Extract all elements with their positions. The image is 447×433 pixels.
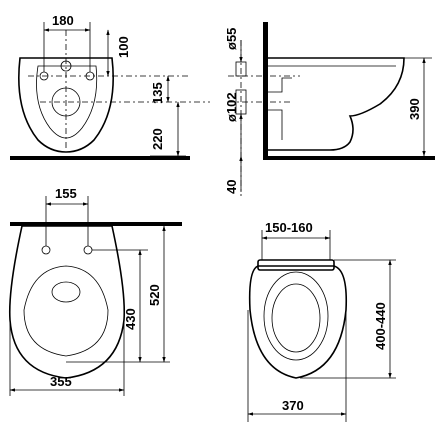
seat-outline (248, 265, 348, 379)
side-floor (263, 156, 435, 160)
seat-dim-width-label: 370 (282, 398, 304, 413)
seat-inner-opening (263, 271, 329, 361)
front-view: 180 100 135 220 (10, 13, 210, 160)
top-dim-holes-label: 155 (55, 186, 77, 201)
top-wall (10, 222, 182, 226)
top-dim-outer-label: 520 (147, 284, 162, 306)
top-mount-hole-right (83, 245, 93, 255)
seat-inner-opening-inner (271, 283, 321, 353)
top-dim-width-label: 355 (50, 374, 72, 389)
top-bowl-outline (8, 225, 126, 379)
side-dim-pipe-large-label: ø102 (224, 92, 239, 122)
top-seat-outline (23, 265, 109, 357)
side-dim-height-label: 390 (407, 98, 422, 120)
top-mount-hole-left (41, 245, 51, 255)
front-floor-line (10, 156, 190, 160)
side-view: ø55 ø102 390 40 (224, 22, 435, 196)
front-dim-floor-label: 220 (150, 128, 165, 150)
front-dim-width-label: 180 (52, 13, 74, 28)
top-dim-inner-label: 430 (123, 308, 138, 330)
top-view: 155 430 520 355 (8, 186, 182, 396)
side-wall (263, 22, 268, 160)
top-seat-opening (51, 281, 81, 303)
front-dim-top-label: 100 (116, 36, 131, 58)
side-dim-bottom-label: 40 (224, 180, 239, 194)
side-outlet-pipe (268, 77, 292, 93)
front-dim-mid-label: 135 (150, 82, 165, 104)
seat-hinge-bar (257, 259, 335, 271)
seat-view: 150-160 400-440 370 (247, 220, 396, 422)
side-outlet-pipe-lower (268, 109, 283, 140)
side-dim-pipe-small-label: ø55 (224, 28, 239, 50)
seat-dim-hinge-label: 150-160 (265, 220, 313, 235)
side-bowl-outline (268, 57, 405, 151)
front-bowl-outline (18, 57, 114, 153)
seat-dim-length-label: 400-440 (373, 302, 388, 350)
